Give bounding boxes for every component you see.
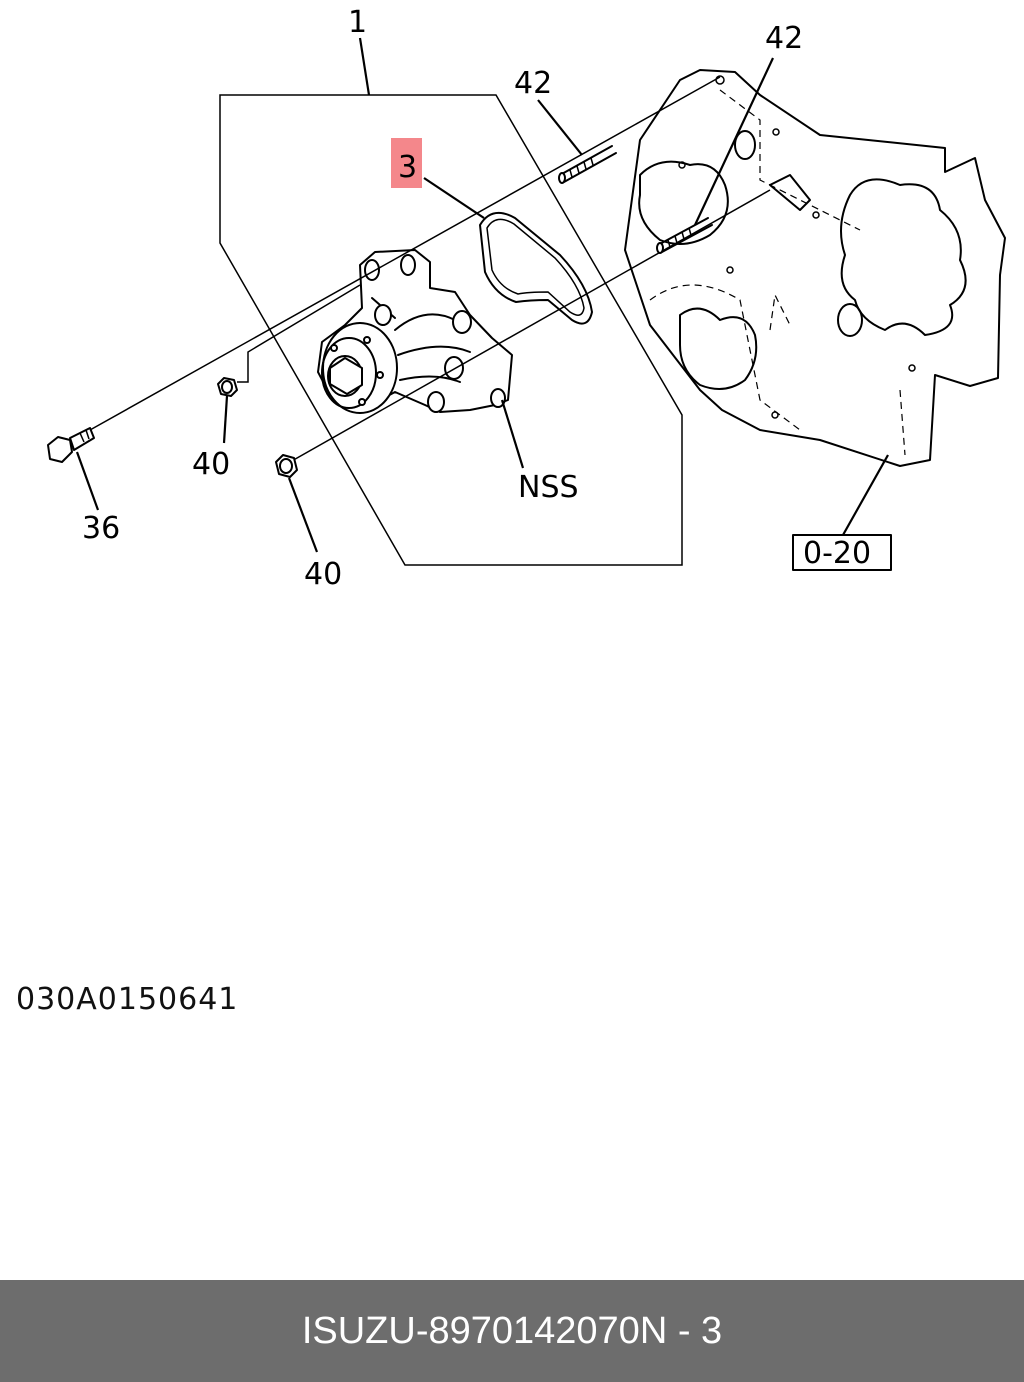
- callout-0-20[interactable]: 0-20: [803, 536, 871, 571]
- stud-upper: [558, 145, 617, 184]
- callout-40-b[interactable]: 40: [304, 557, 342, 592]
- bolt: [47, 427, 95, 463]
- callout-36[interactable]: 36: [82, 511, 120, 546]
- footer-part-number: 8970142070: [428, 1309, 640, 1352]
- callout-42-right[interactable]: 42: [765, 21, 803, 56]
- callout-1[interactable]: 1: [348, 5, 367, 40]
- reference-box: [792, 534, 892, 571]
- callout-highlight: [391, 138, 422, 188]
- stud-right: [656, 217, 713, 254]
- callout-40-a[interactable]: 40: [192, 447, 230, 482]
- footer-position: N - 3: [639, 1309, 723, 1352]
- callout-3[interactable]: 3: [398, 150, 417, 185]
- nut-a: [217, 377, 238, 397]
- catalog-code: 030A0150641: [16, 982, 239, 1017]
- alignment-lines: [89, 76, 771, 463]
- assembly-bracket: [219, 94, 683, 566]
- callout-nss: NSS: [518, 470, 579, 505]
- exploded-parts-diagram: 1 42 42 3 NSS 40 40 36 0-20: [47, 5, 1006, 592]
- footer-separator: -: [415, 1309, 429, 1352]
- footer-brand: ISUZU: [301, 1309, 416, 1352]
- nut-b: [275, 454, 298, 478]
- leader-lines: [75, 37, 889, 553]
- engine-housing: [624, 69, 1006, 467]
- pump-gasket: [479, 211, 593, 325]
- water-pump: [317, 249, 513, 414]
- callout-42-upper[interactable]: 42: [514, 66, 552, 101]
- footer-bar: ISUZU - 8970142070 N - 3: [0, 1280, 1024, 1382]
